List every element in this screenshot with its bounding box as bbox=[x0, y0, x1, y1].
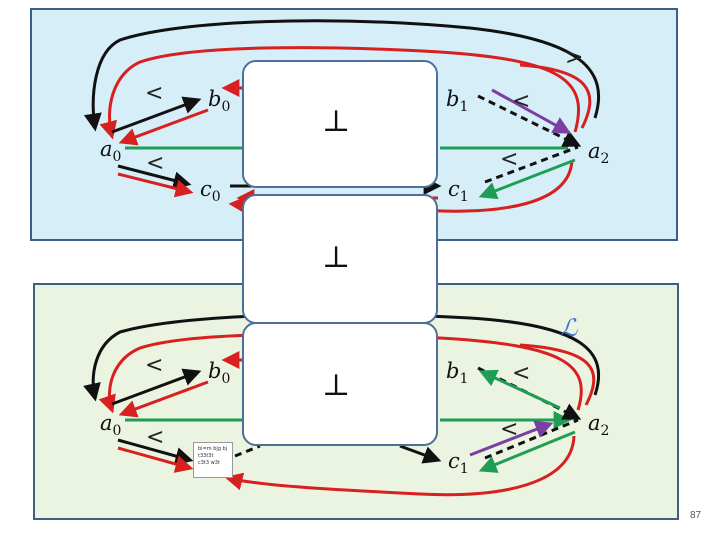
script-l-label: ℒ bbox=[560, 314, 578, 342]
node-a0-bottom: a0 bbox=[100, 411, 121, 439]
black-a0-b0-bottom bbox=[111, 368, 202, 406]
dashed-c1-a2 bbox=[484, 145, 579, 184]
node-c1-bottom: c1 bbox=[448, 449, 469, 477]
bottom-symbol-2: ⊥ bbox=[322, 240, 351, 275]
red-b0-a0 bbox=[118, 108, 209, 146]
node-b0-top: b0 bbox=[208, 87, 230, 115]
node-b0-bottom: b0 bbox=[208, 359, 230, 387]
red-a0-c0-bottom bbox=[117, 446, 194, 473]
dashed-c0-left-bottom bbox=[234, 444, 261, 458]
bottom-symbol-3: ⊥ bbox=[322, 368, 351, 403]
node-a0-top: a0 bbox=[100, 137, 121, 165]
node-a2-bottom: a2 bbox=[588, 411, 609, 439]
node-b1-bottom: b1 bbox=[446, 359, 468, 387]
red-loop-top-1 bbox=[99, 46, 580, 140]
rel-lt-c1-a2-bottom: < bbox=[500, 417, 518, 442]
red-b0-a0-bottom bbox=[118, 380, 209, 418]
bottom-symbol-1: ⊥ bbox=[322, 104, 351, 139]
page-number: 87 bbox=[690, 510, 702, 521]
purple-b1-a2 bbox=[491, 88, 572, 134]
rel-lt-a0-b0-bottom: < bbox=[145, 353, 163, 378]
purple-c1-a2-bottom bbox=[469, 420, 554, 457]
top-labels: a0 b0 c0 b1 c1 a2 < < < < > bbox=[100, 45, 609, 205]
node-b1-top: b1 bbox=[446, 87, 468, 115]
red-a0-c0 bbox=[117, 172, 194, 198]
bottom-labels: a0 b0 b1 c1 a2 < < < < ℒ bbox=[100, 314, 609, 477]
green-a2-b1-bottom bbox=[478, 369, 561, 410]
tiny-note-box: bi=m bjg bj t33t3t c3t3 w3t bbox=[193, 442, 233, 478]
rel-gt-top: > bbox=[565, 45, 583, 70]
red-bottom-arc-bottom bbox=[224, 435, 576, 497]
black-a0-b0 bbox=[111, 96, 202, 134]
black-loop-top bbox=[83, 19, 601, 132]
dashed-b1-a2 bbox=[477, 94, 582, 147]
red-loop-top-2 bbox=[519, 63, 592, 129]
rel-lt-a0-c0-bottom: < bbox=[146, 425, 164, 450]
node-a2-top: a2 bbox=[588, 139, 609, 167]
card-3: ⊥ bbox=[242, 322, 438, 446]
rel-lt-a0-c0-top: < bbox=[146, 151, 164, 176]
card-1: ⊥ bbox=[242, 60, 438, 188]
rel-lt-b1-a2-top: < bbox=[512, 89, 530, 114]
node-c0-top: c0 bbox=[200, 177, 221, 205]
red-loop-bottom-2 bbox=[519, 343, 596, 406]
rel-lt-a0-b0-top: < bbox=[145, 81, 163, 106]
dashed-c1-a2-bottom bbox=[484, 418, 579, 460]
node-c1-top: c1 bbox=[448, 177, 469, 205]
green-a2-c1 bbox=[478, 158, 576, 200]
rel-lt-b1-a2-bottom: < bbox=[512, 361, 530, 386]
card-2: ⊥ bbox=[242, 194, 438, 324]
black-to-c1-bottom bbox=[399, 444, 442, 464]
rel-lt-c1-a2-top: < bbox=[500, 147, 518, 172]
green-a2-c1-bottom bbox=[478, 430, 576, 473]
